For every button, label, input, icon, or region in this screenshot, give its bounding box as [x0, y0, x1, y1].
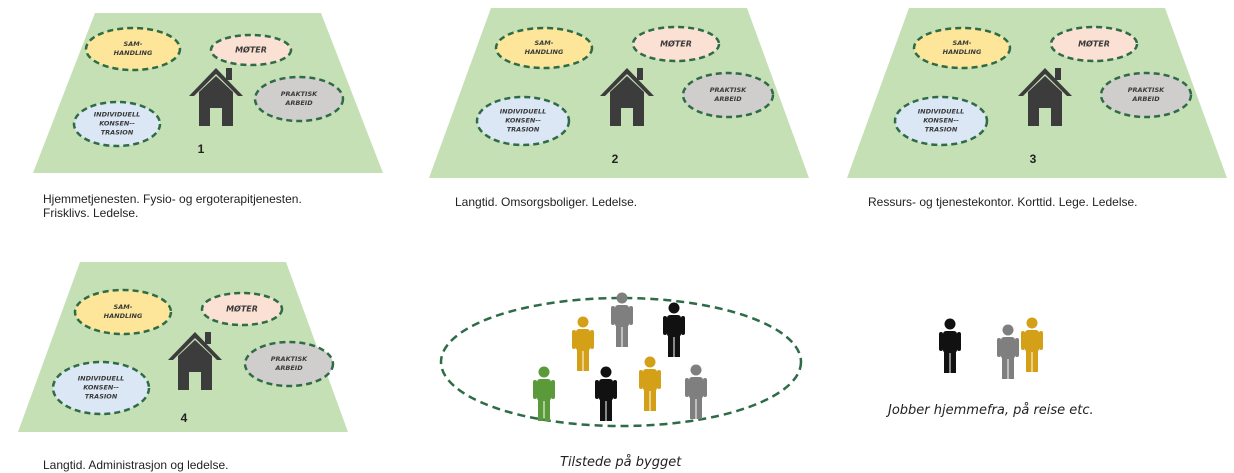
zone-individuell-ellipse [72, 100, 162, 148]
zone-moter-ellipse [200, 291, 284, 327]
floor-panel-1: SAM- HANDLING MØTER PRAKTISK ARBEID INDIVID… [33, 13, 383, 173]
zone-moter-ellipse [631, 25, 721, 63]
house-icon [189, 68, 243, 126]
person-icon [997, 324, 1019, 379]
remote-group [939, 317, 1043, 379]
floor-graphic [18, 262, 348, 432]
zone-individuell-label: INDIVIDUELL KONSEN-- TRASION [93, 110, 141, 137]
person-icon [1021, 317, 1043, 372]
floor-graphic [429, 8, 809, 178]
person-icon [939, 318, 961, 373]
onsite-ellipse [439, 296, 803, 428]
person-icon [639, 356, 661, 411]
person-icon [595, 366, 617, 421]
zone-samhandling-label: SAM- HANDLING [524, 39, 564, 56]
zone-praktisk-label: PRAKTISK ARBEID [709, 86, 747, 103]
zone-individuell-ellipse [51, 360, 151, 416]
remote-label: Jobber hjemmefra, på reise etc. [888, 403, 1094, 418]
zone-praktisk-label: PRAKTISK ARBEID [1127, 86, 1165, 103]
zone-individuell-ellipse [893, 95, 989, 147]
caption-panel-3: Ressurs- og tjenestekontor. Korttid. Leg… [868, 195, 1138, 209]
house-icon [1018, 68, 1072, 126]
house-icon [600, 68, 654, 126]
zone-samhandling-label: SAM- HANDLING [942, 39, 982, 56]
zone-samhandling-ellipse [912, 26, 1012, 70]
caption-panel-2: Langtid. Omsorgsboliger. Ledelse. [455, 195, 638, 209]
zone-samhandling-ellipse [73, 288, 173, 336]
floor-graphic [33, 13, 383, 173]
person-icon [533, 366, 555, 421]
zone-praktisk-label: PRAKTISK ARBEID [270, 355, 308, 372]
zone-individuell-label: INDIVIDUELL KONSEN-- TRASION [77, 374, 125, 401]
zone-individuell-label: INDIVIDUELL KONSEN-- TRASION [499, 107, 547, 134]
person-icon [611, 292, 633, 347]
person-icon [663, 302, 685, 357]
onsite-label: Tilstede på bygget [560, 455, 682, 470]
floor-panel-3: SAM- HANDLING MØTER PRAKTISK ARBEID INDIVID… [847, 8, 1227, 178]
panel-number: 4 [180, 411, 188, 425]
zone-moter-label: MØTER [660, 39, 692, 49]
panel-number: 1 [197, 142, 205, 156]
floor-panel-2: SAM- HANDLING MØTER PRAKTISK ARBEID INDIVID… [429, 8, 809, 178]
zone-individuell-label: INDIVIDUELL KONSEN-- TRASION [917, 107, 965, 134]
zone-samhandling-label: SAM- HANDLING [113, 40, 153, 57]
floor-panel-4: SAM- HANDLING MØTER PRAKTISK ARBEID INDIVID… [18, 262, 348, 432]
panel-number: 2 [611, 152, 619, 166]
person-icon [572, 316, 594, 371]
zone-moter-label: MØTER [226, 304, 258, 314]
panel-number: 3 [1029, 152, 1037, 166]
zone-individuell-ellipse [475, 95, 571, 147]
zone-moter-label: MØTER [1078, 39, 1110, 49]
person-icon [685, 364, 707, 419]
zone-praktisk-label: PRAKTISK ARBEID [280, 90, 318, 107]
caption-panel-4: Langtid. Administrasjon og ledelse. [43, 458, 229, 472]
zone-praktisk-ellipse [243, 340, 335, 388]
zone-praktisk-ellipse [253, 75, 345, 123]
zone-moter-ellipse [209, 33, 293, 67]
caption-panel-1: Hjemmetjenesten. Fysio- og ergoterapitje… [43, 192, 302, 220]
zone-praktisk-ellipse [1099, 71, 1193, 119]
zone-moter-label: MØTER [235, 45, 267, 55]
floor-graphic [847, 8, 1227, 178]
zone-samhandling-ellipse [84, 26, 182, 72]
zone-samhandling-ellipse [494, 26, 594, 70]
zone-praktisk-ellipse [681, 71, 775, 119]
zone-samhandling-label: SAM- HANDLING [103, 303, 143, 320]
house-icon [168, 332, 222, 390]
onsite-group [439, 292, 803, 428]
zone-moter-ellipse [1049, 25, 1139, 63]
